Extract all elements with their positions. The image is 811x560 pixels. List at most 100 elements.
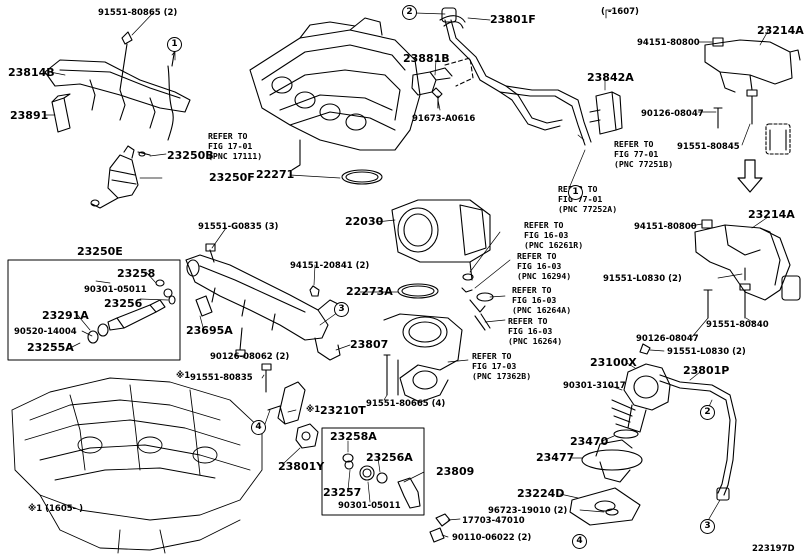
connector-marker-3: 3 xyxy=(334,302,349,317)
update-arrow xyxy=(737,159,763,193)
throttle-body-drawing xyxy=(391,199,491,281)
label-91551-80665[interactable]: 91551-80665 (4) xyxy=(366,399,446,409)
label-23881b[interactable]: 23881B xyxy=(403,52,450,65)
bolt-91673-drawing xyxy=(431,87,443,99)
stud-08062-drawing xyxy=(239,327,243,351)
pressure-sensor-drawing xyxy=(589,91,623,135)
label-23250f[interactable]: 23250F xyxy=(209,171,255,184)
label-23801f[interactable]: 23801F xyxy=(490,13,536,26)
label-23807[interactable]: 23807 xyxy=(350,338,389,351)
label-94151-80800-bot[interactable]: 94151-80800 xyxy=(634,222,697,232)
label-23809[interactable]: 23809 xyxy=(436,465,475,478)
connector-marker-3b: 3 xyxy=(700,519,715,534)
connector-marker-1: 1 xyxy=(167,37,182,52)
label-23210t[interactable]: 23210T xyxy=(320,404,366,417)
label-23695a[interactable]: 23695A xyxy=(186,324,233,337)
intake-manifold-drawing xyxy=(249,17,421,171)
label-90126-08047-bot[interactable]: 90126-08047 xyxy=(636,334,699,344)
label-23801y[interactable]: 23801Y xyxy=(278,460,325,473)
label-91551-80845[interactable]: 91551-80845 xyxy=(677,142,740,152)
label-90301-05011-b[interactable]: 90301-05011 xyxy=(338,501,401,511)
fuel-pump-drawing xyxy=(611,363,671,433)
clip-23695a-drawing xyxy=(195,295,213,317)
label-91551-80835[interactable]: 91551-80835 xyxy=(190,373,253,383)
label-90301-05011-a[interactable]: 90301-05011 xyxy=(84,285,147,295)
label-23891[interactable]: 23891 xyxy=(10,109,49,122)
label-22273a[interactable]: 22273A xyxy=(346,285,393,298)
bolt-06022-drawing xyxy=(429,527,445,543)
gasket-22271-drawing xyxy=(341,169,383,185)
label-91551-l0830-a[interactable]: 91551-L0830 (2) xyxy=(603,274,682,284)
label-23214a-bot[interactable]: 23214A xyxy=(748,208,795,221)
engine-block-drawing xyxy=(11,377,263,554)
bracket-23210t-drawing xyxy=(277,381,306,425)
label-23291a[interactable]: 23291A xyxy=(42,309,89,322)
label-91673-a0616[interactable]: 91673-A0616 xyxy=(412,114,476,124)
range-note: ( -1607) xyxy=(601,7,639,17)
injector-drawing xyxy=(90,145,151,209)
fuel-line-23801p-drawing xyxy=(659,374,737,496)
label-90301-31017[interactable]: 90301-31017 xyxy=(563,381,626,391)
label-23256[interactable]: 23256 xyxy=(104,297,143,310)
o-ring-23470-drawing xyxy=(613,429,639,439)
label-23256a[interactable]: 23256A xyxy=(366,451,413,464)
gasket-22273a-drawing xyxy=(397,283,439,299)
bolt-g0835-drawing xyxy=(209,249,215,263)
label-23470[interactable]: 23470 xyxy=(570,435,609,448)
label-22271[interactable]: 22271 xyxy=(256,168,295,181)
label-94151-80800-top[interactable]: 94151-80800 xyxy=(637,38,700,48)
label-90126-08047-top[interactable]: 90126-08047 xyxy=(641,109,704,119)
label-91551-g0835[interactable]: 91551-G0835 (3) xyxy=(198,222,279,232)
diagram-id: 223197D xyxy=(752,544,795,554)
label-91551-l0830-b[interactable]: 91551-L0830 (2) xyxy=(667,347,746,357)
label-17703-47010[interactable]: 17703-47010 xyxy=(462,516,525,526)
bracket-23214a-top-drawing xyxy=(704,39,801,93)
nut-80800-top-drawing xyxy=(712,37,724,47)
label-91551-80865[interactable]: 91551-80865 (2) xyxy=(98,8,178,18)
injector-kit-drawing xyxy=(87,279,176,344)
nut-20841-drawing xyxy=(309,285,320,297)
label-23258[interactable]: 23258 xyxy=(117,267,156,280)
connector-marker-2b: 2 xyxy=(700,405,715,420)
label-23477[interactable]: 23477 xyxy=(536,451,575,464)
delivery-pipe-lower-drawing xyxy=(185,254,341,361)
label-90110-06022[interactable]: 90110-06022 (2) xyxy=(452,533,532,543)
lifter-23477-drawing xyxy=(581,439,643,483)
insulator-23224d-drawing xyxy=(569,487,641,526)
label-22030[interactable]: 22030 xyxy=(345,215,384,228)
label-90126-08062[interactable]: 90126-08062 (2) xyxy=(210,352,290,362)
label-23250e[interactable]: 23250E xyxy=(77,245,123,258)
hose-clamp-drawing xyxy=(461,287,473,293)
label-23250b[interactable]: 23250B xyxy=(167,149,214,162)
label-90520-14004[interactable]: 90520-14004 xyxy=(14,327,77,337)
label-23214a-top[interactable]: 23214A xyxy=(757,24,804,37)
fuel-hose-23801f-drawing xyxy=(439,7,592,146)
label-23100x[interactable]: 23100X xyxy=(590,356,637,369)
label-94151-20841[interactable]: 94151-20841 (2) xyxy=(290,261,370,271)
label-23224d[interactable]: 23224D xyxy=(517,487,565,500)
label-23801p[interactable]: 23801P xyxy=(683,364,730,377)
label-96723-19010[interactable]: 96723-19010 (2) xyxy=(488,506,568,516)
bolt-19010-drawing xyxy=(605,508,619,516)
connector-marker-2: 2 xyxy=(402,5,417,20)
injector-kit-box xyxy=(7,259,181,361)
label-91551-80840[interactable]: 91551-80840 xyxy=(706,320,769,330)
label-23257[interactable]: 23257 xyxy=(323,486,362,499)
label-23842a[interactable]: 23842A xyxy=(587,71,634,84)
asterisk-mark-1: ※1 xyxy=(176,371,191,381)
label-23814b[interactable]: 23814B xyxy=(8,66,55,79)
delivery-pipe-upper-drawing xyxy=(44,31,191,141)
label-23258a[interactable]: 23258A xyxy=(330,430,377,443)
hose-23801y-drawing xyxy=(295,423,319,449)
label-23255a[interactable]: 23255A xyxy=(27,341,74,354)
